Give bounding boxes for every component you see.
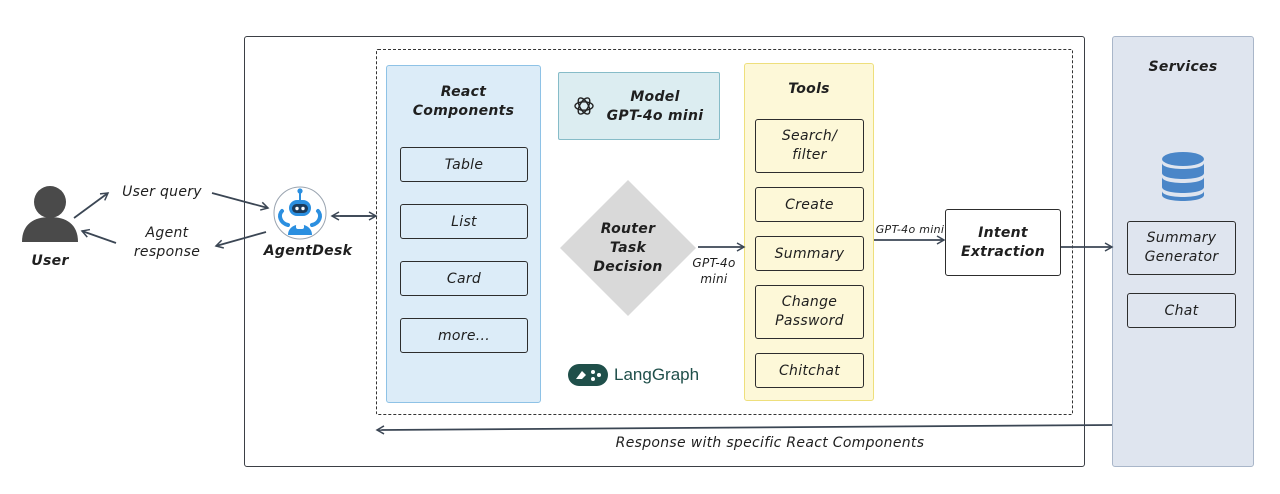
langgraph-logo-icon xyxy=(568,364,608,386)
service-summary-generator: Summary Generator xyxy=(1127,221,1236,275)
tool-change-password: Change Password xyxy=(755,285,864,339)
model-title: Model xyxy=(630,89,680,105)
tools-title: Tools xyxy=(788,81,830,97)
agent-label: AgentDesk xyxy=(263,243,353,259)
openai-icon xyxy=(572,94,596,118)
tool-search-filter: Search/ filter xyxy=(755,119,864,173)
router-edge-label: GPT-4o mini xyxy=(692,256,736,286)
tools-panel xyxy=(744,63,874,401)
user-label: User xyxy=(31,253,69,269)
agent-robot-icon xyxy=(270,183,330,241)
app-container xyxy=(244,36,1085,467)
services-title: Services xyxy=(1148,59,1218,75)
router-label: Router Task Decision xyxy=(593,220,663,275)
component-table: Table xyxy=(400,147,528,182)
response-label: Response with specific React Components xyxy=(615,435,925,451)
tool-create: Create xyxy=(755,187,864,222)
agent-response-label: Agent response xyxy=(133,225,201,260)
model-panel xyxy=(558,72,720,140)
tool-summary: Summary xyxy=(755,236,864,271)
user-icon xyxy=(20,182,80,246)
component-list: List xyxy=(400,204,528,239)
intent-edge-label: GPT-4o mini xyxy=(875,222,945,236)
langgraph-region xyxy=(376,49,1073,415)
component-card: Card xyxy=(400,261,528,296)
database-icon xyxy=(1160,151,1206,203)
tool-chitchat: Chitchat xyxy=(755,353,864,388)
user-query-label: User query xyxy=(122,184,202,200)
react-components-title: React Components xyxy=(412,84,515,119)
model-name: GPT-4o mini xyxy=(606,108,704,124)
intent-extraction-box: Intent Extraction xyxy=(945,209,1061,276)
component-more: more... xyxy=(400,318,528,353)
service-chat: Chat xyxy=(1127,293,1236,328)
langgraph-label: LangGraph xyxy=(614,365,700,384)
router-diamond xyxy=(558,178,698,318)
